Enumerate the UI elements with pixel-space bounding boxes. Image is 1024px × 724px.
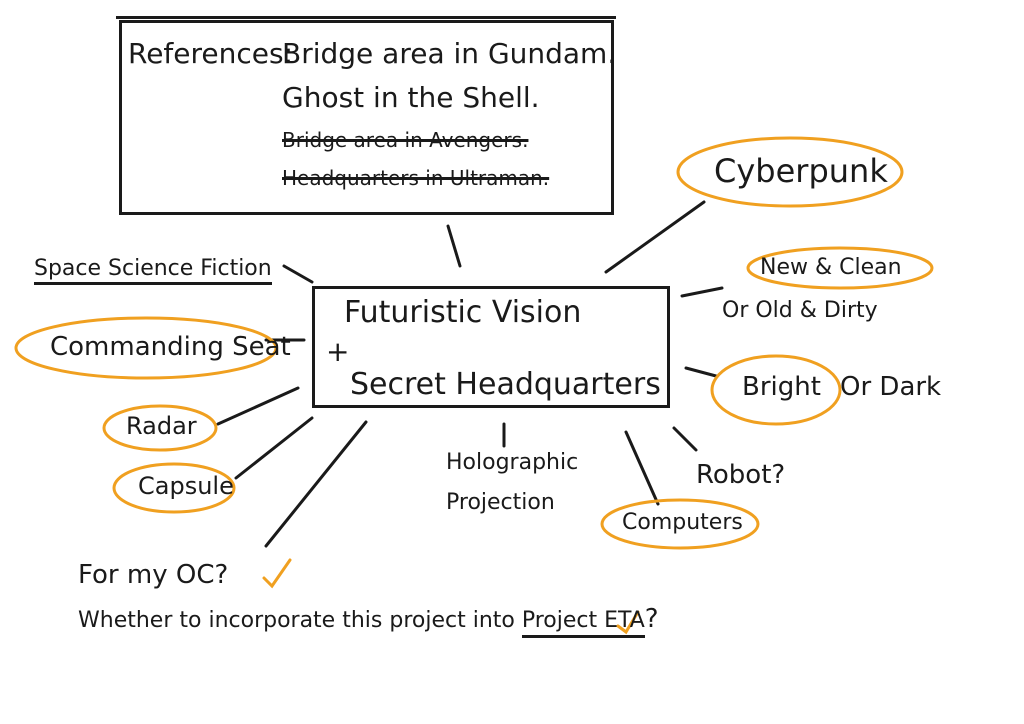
node-holographic: Holographic: [446, 450, 579, 475]
node-projection: Projection: [446, 490, 555, 515]
node-space-science-fiction: Space Science Fiction: [34, 258, 272, 285]
struck-reference-item: Bridge area in Avengers.: [282, 128, 529, 152]
computers-connector: [624, 430, 660, 506]
central-topic-line2: Secret Headquarters: [350, 367, 661, 402]
radar-connector: [216, 386, 300, 426]
node-robot: Robot?: [696, 460, 786, 490]
ref-connector: [446, 224, 462, 268]
cyberpunk-connector: [604, 200, 706, 274]
struck-reference-item: Headquarters in Ultraman.: [282, 166, 550, 190]
capsule-circle: [112, 462, 236, 514]
node-capsule: Capsule: [138, 472, 234, 500]
node-or-dark: Or Dark: [840, 372, 942, 402]
node-commanding-seat: Commanding Seat: [50, 332, 291, 362]
project-eta-label: Project ETA: [521, 608, 645, 638]
central-topic-plus: +: [326, 335, 350, 368]
cyberpunk-circle: [676, 136, 904, 208]
references-box: [119, 20, 614, 215]
central-topic-line1: Futuristic Vision: [344, 295, 582, 330]
computers-circle: [600, 498, 760, 550]
robot-connector: [672, 426, 698, 452]
node-bright: Bright: [742, 372, 821, 402]
check-mark-2: [616, 610, 640, 635]
central-topic-box: [312, 286, 670, 408]
reference-item: Bridge area in Gundam.: [282, 37, 617, 70]
question-for-my-oc: For my OC?: [78, 560, 229, 590]
newclean-circle: [746, 246, 934, 290]
node-cyberpunk: Cyberpunk: [714, 152, 888, 190]
newclean-connector: [680, 286, 724, 298]
node-old-dirty: Or Old & Dirty: [722, 298, 878, 323]
seat-circle: [14, 316, 278, 380]
bright-circle: [710, 354, 842, 426]
node-new-clean: New & Clean: [760, 255, 902, 280]
space-connector: [282, 264, 314, 284]
question-incorporate-text: Whether to incorporate this project into: [78, 608, 515, 633]
question-mark: ?: [644, 604, 659, 634]
references-label: References:: [128, 37, 294, 70]
check-mark-1: [262, 558, 292, 589]
question-incorporate: Whether to incorporate this project into…: [78, 604, 659, 638]
oc-connector: [264, 420, 368, 548]
ref-box-top-line: [116, 16, 616, 19]
capsule-connector: [234, 416, 314, 480]
node-computers: Computers: [622, 510, 743, 535]
reference-item: Ghost in the Shell.: [282, 81, 540, 114]
radar-circle: [102, 404, 218, 452]
node-radar: Radar: [126, 412, 197, 440]
bright-connector: [684, 366, 718, 378]
